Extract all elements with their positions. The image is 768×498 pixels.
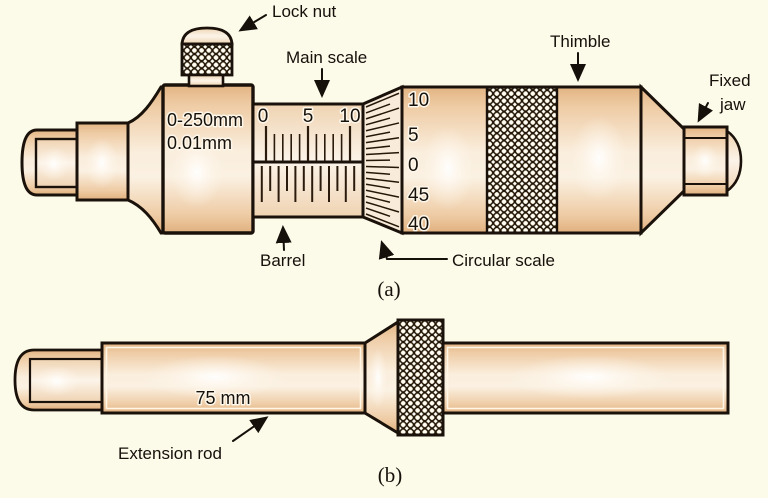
circular-scale-label: Circular scale (452, 251, 555, 270)
lock-nut-label: Lock nut (272, 2, 337, 21)
main-scale-ticks (260, 126, 356, 202)
circular-scale-bevel (361, 84, 404, 236)
lock-nut-dome (180, 26, 234, 46)
annotations-b: Extension rod (b) (118, 416, 403, 487)
main-scale-number-5: 5 (303, 106, 314, 127)
fixed-jaw-arrow (697, 102, 714, 123)
extension-rod-right (441, 341, 730, 415)
rod-boss (363, 318, 445, 437)
extension-rod-label: Extension rod (118, 444, 222, 463)
annotations-a: Lock nut Main scale Thimble Fixed jaw Ba… (238, 2, 751, 301)
rod-end-cap (13, 348, 104, 412)
thimble-knurl-band (487, 88, 557, 232)
spindle-sleeve (75, 121, 130, 202)
circular-scale-number-40: 40 (408, 214, 429, 235)
body-range-text: 0-250mm (167, 110, 243, 130)
circular-scale-number-45: 45 (408, 185, 429, 206)
fixed-jaw-label-line2: jaw (719, 95, 746, 114)
lock-nut (180, 26, 234, 88)
circular-scale-number-0: 0 (408, 155, 419, 176)
thimble: 10 5 0 45 40 (400, 85, 643, 237)
caption-a: (a) (377, 277, 400, 301)
circular-scale-graduations (365, 92, 400, 228)
lock-nut-arrow (238, 14, 267, 32)
main-scale-number-10: 10 (339, 106, 360, 127)
circular-scale-leader (378, 240, 448, 260)
extension-rod-arrow (232, 416, 269, 442)
caption-b: (b) (378, 463, 403, 487)
barrel-label: Barrel (260, 251, 305, 270)
fixed-jaw-tip (725, 128, 743, 194)
fixed-jaw-label-line1: Fixed (709, 71, 751, 90)
figure-b: 75 mm Extension rod (b) (13, 318, 730, 487)
fixed-jaw (682, 125, 743, 197)
barrel: 0 5 10 (251, 102, 365, 219)
rod-length-text: 75 mm (195, 388, 250, 408)
main-scale-number-0: 0 (258, 106, 269, 127)
thimble-label: Thimble (550, 32, 610, 51)
left-anvil (20, 128, 79, 197)
jaw-taper (639, 83, 686, 237)
body-resolution-text: 0.01mm (167, 133, 232, 153)
circular-scale-number-5: 5 (408, 125, 419, 146)
barrel-arrow (275, 225, 292, 251)
rod-knurl-band (396, 318, 445, 437)
body-flare (126, 85, 166, 235)
lock-nut-knurl (180, 42, 234, 77)
lock-nut-stem (187, 73, 225, 88)
main-scale-label: Main scale (286, 48, 367, 67)
extension-rod-left: 75 mm (100, 341, 367, 415)
circular-scale-number-10: 10 (408, 90, 429, 111)
figure-a: 0-250mm 0.01mm 0 5 10 10 (20, 2, 751, 301)
micrometer-body: 0-250mm 0.01mm (161, 83, 255, 235)
